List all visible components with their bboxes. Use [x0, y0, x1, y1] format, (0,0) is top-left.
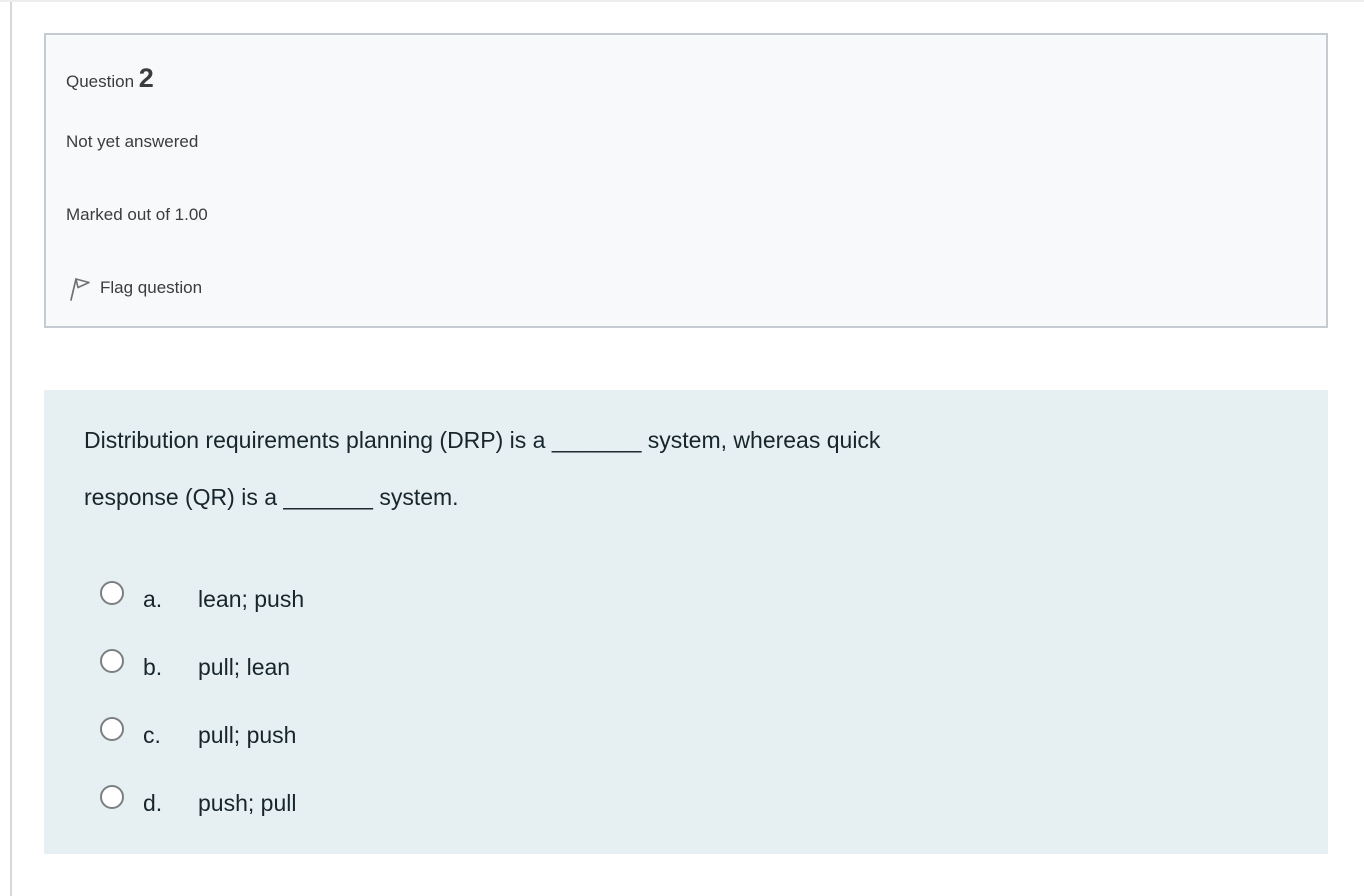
question-status: Not yet answered	[66, 132, 199, 151]
question-number: 2	[138, 63, 155, 93]
option-row-c: c. pull; push	[100, 716, 1288, 751]
answer-options: a. lean; push b. pull; lean c. pull; pus…	[84, 580, 1288, 819]
question-info-box: Question 2 Not yet answered Marked out o…	[44, 33, 1328, 328]
flag-icon	[66, 274, 92, 302]
option-d-letter: d.	[143, 790, 163, 816]
option-b-radio[interactable]	[100, 649, 124, 673]
flag-question-label: Flag question	[100, 278, 203, 297]
question-text-line-1: Distribution requirements planning (DRP)…	[84, 427, 881, 453]
question-label: Question	[66, 72, 135, 91]
option-a-radio[interactable]	[100, 581, 124, 605]
option-d-radio[interactable]	[100, 785, 124, 809]
flag-question-link[interactable]: Flag question	[66, 274, 202, 302]
option-c-letter: c.	[143, 722, 161, 748]
question-text: Distribution requirements planning (DRP)…	[84, 412, 1288, 526]
question-marks: Marked out of 1.00	[66, 205, 208, 224]
option-d-label[interactable]: push; pull	[198, 790, 297, 816]
option-a-letter: a.	[143, 586, 163, 612]
option-row-b: b. pull; lean	[100, 648, 1288, 683]
option-b-letter: b.	[143, 654, 163, 680]
option-row-a: a. lean; push	[100, 580, 1288, 615]
page-left-divider	[10, 2, 12, 896]
option-c-label[interactable]: pull; push	[198, 722, 297, 748]
question-number-heading: Question 2	[66, 60, 1306, 100]
question-content-box: Distribution requirements planning (DRP)…	[44, 390, 1328, 854]
option-a-label[interactable]: lean; push	[198, 586, 305, 612]
option-b-label[interactable]: pull; lean	[198, 654, 291, 680]
option-row-d: d. push; pull	[100, 784, 1288, 819]
question-text-line-2: response (QR) is a _______ system.	[84, 484, 459, 510]
option-c-radio[interactable]	[100, 717, 124, 741]
